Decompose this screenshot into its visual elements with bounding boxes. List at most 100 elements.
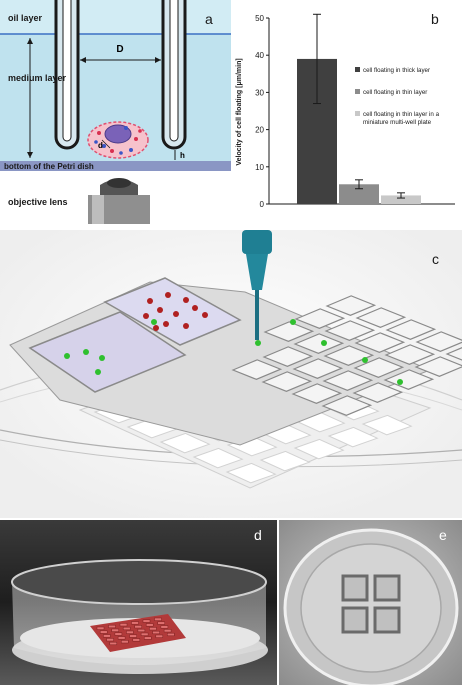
objective-lens-graphic [88,178,150,224]
panel-c-plate-illustration: c [0,230,462,518]
red-plate-well [149,627,157,631]
red-plate-well [96,626,105,630]
small-well [322,370,374,392]
lower-grid-cell [159,432,211,454]
red-plate-well [140,632,149,636]
red-plate-well [167,632,175,637]
small-well [352,382,404,404]
legend-label: cell floating in thin layer [363,89,427,96]
red-plate-wells [96,617,175,646]
small-well [231,359,283,381]
red-plate-well [157,621,165,625]
right-capillary-lumen [169,0,179,142]
dimension-d-arrow [101,139,111,149]
red-plate-well [163,629,172,633]
panel-b-letter: b [431,11,439,27]
cell-nucleus [104,124,132,144]
small-well [383,369,435,391]
lower-grid-cell [327,426,379,448]
small-well [262,346,314,368]
small-well [415,331,462,353]
cell-organelles [94,126,142,155]
arrowhead-right [155,57,161,63]
red-plate-well [108,624,116,629]
left-capillary-lumen [62,0,72,142]
arrowhead-left [80,57,86,63]
small-well [293,333,345,355]
lower-grid-cell [259,450,311,472]
green-cells [64,319,403,385]
small-well [292,358,344,380]
panel-c-letter: c [432,251,439,267]
small-well [291,383,343,405]
small-well [294,308,346,330]
small-well [445,347,462,361]
red-plate-well [137,628,146,633]
y-tick-label: 20 [255,126,264,135]
y-tick-label: 30 [255,88,264,97]
red-plate-well [99,630,108,634]
small-well [323,345,375,367]
velocity-bar-chart: b Velocity of cell floating [μm/min] 0 10… [236,11,455,209]
dimension-d-label: d [98,141,103,150]
panel-d-letter: d [254,527,262,543]
dimension-D-label: D [116,44,123,55]
chart-bars [297,13,421,204]
red-plate-well [106,638,114,642]
small-well [261,371,313,393]
legend-swatch [355,111,360,116]
panel-e-photo: e [279,520,462,685]
red-plate-well [142,619,151,623]
bar [381,195,421,204]
arrowhead-up [27,38,33,44]
panel-d-photo: d [0,520,277,685]
red-plate-well [152,630,160,635]
red-plate-well [103,634,111,638]
panel-a-letter: a [205,11,213,27]
small-well [353,357,405,379]
red-plate-well [131,621,139,625]
pipette [242,230,272,340]
oil-layer-label: oil layer [8,13,43,23]
y-axis-label: Velocity of cell floating [μm/min] [236,58,243,165]
large-well-left [28,311,187,393]
red-plate-well [134,625,142,629]
lower-grid-cell [293,438,345,460]
oil-layer-region [0,0,231,34]
small-well [385,319,437,341]
small-well [321,395,373,417]
arrowhead-down [27,152,33,158]
red-plate-well [155,634,164,638]
lower-grid-cell [225,462,277,484]
red-plate-well [122,626,131,631]
panel-e-letter: e [439,527,447,543]
red-plate-well [114,632,123,636]
red-plate-well [117,636,126,640]
y-tick-label: 10 [255,163,264,172]
red-plate-well [121,640,129,644]
red-cells [143,292,208,331]
y-tick-label: 0 [260,200,265,209]
red-plate-well [129,634,137,638]
red-plate-well [132,638,141,642]
petri-dish-bottom [0,161,231,171]
panel-a-schematic: D h d oil layer medium layer bot [0,0,231,224]
red-plate-well [145,623,154,627]
y-tick-label: 50 [255,14,264,23]
legend-swatch [355,67,360,72]
small-well [384,344,436,366]
objective-lens-label: objective lens [8,197,68,207]
small-well [355,307,407,329]
petri-bottom-label: bottom of the Petri dish [4,162,94,171]
small-wells-grid [231,295,462,417]
red-plate-well [111,628,119,632]
red-plate-well [109,641,118,646]
panel-b-chart: b Velocity of cell floating [μm/min] 0 10… [231,0,462,224]
lower-grid-cell [192,447,244,469]
bar [339,184,379,204]
small-well [263,321,315,343]
y-tick-label: 40 [255,51,264,60]
red-plate-well [126,630,134,634]
red-plate-well [160,625,169,629]
